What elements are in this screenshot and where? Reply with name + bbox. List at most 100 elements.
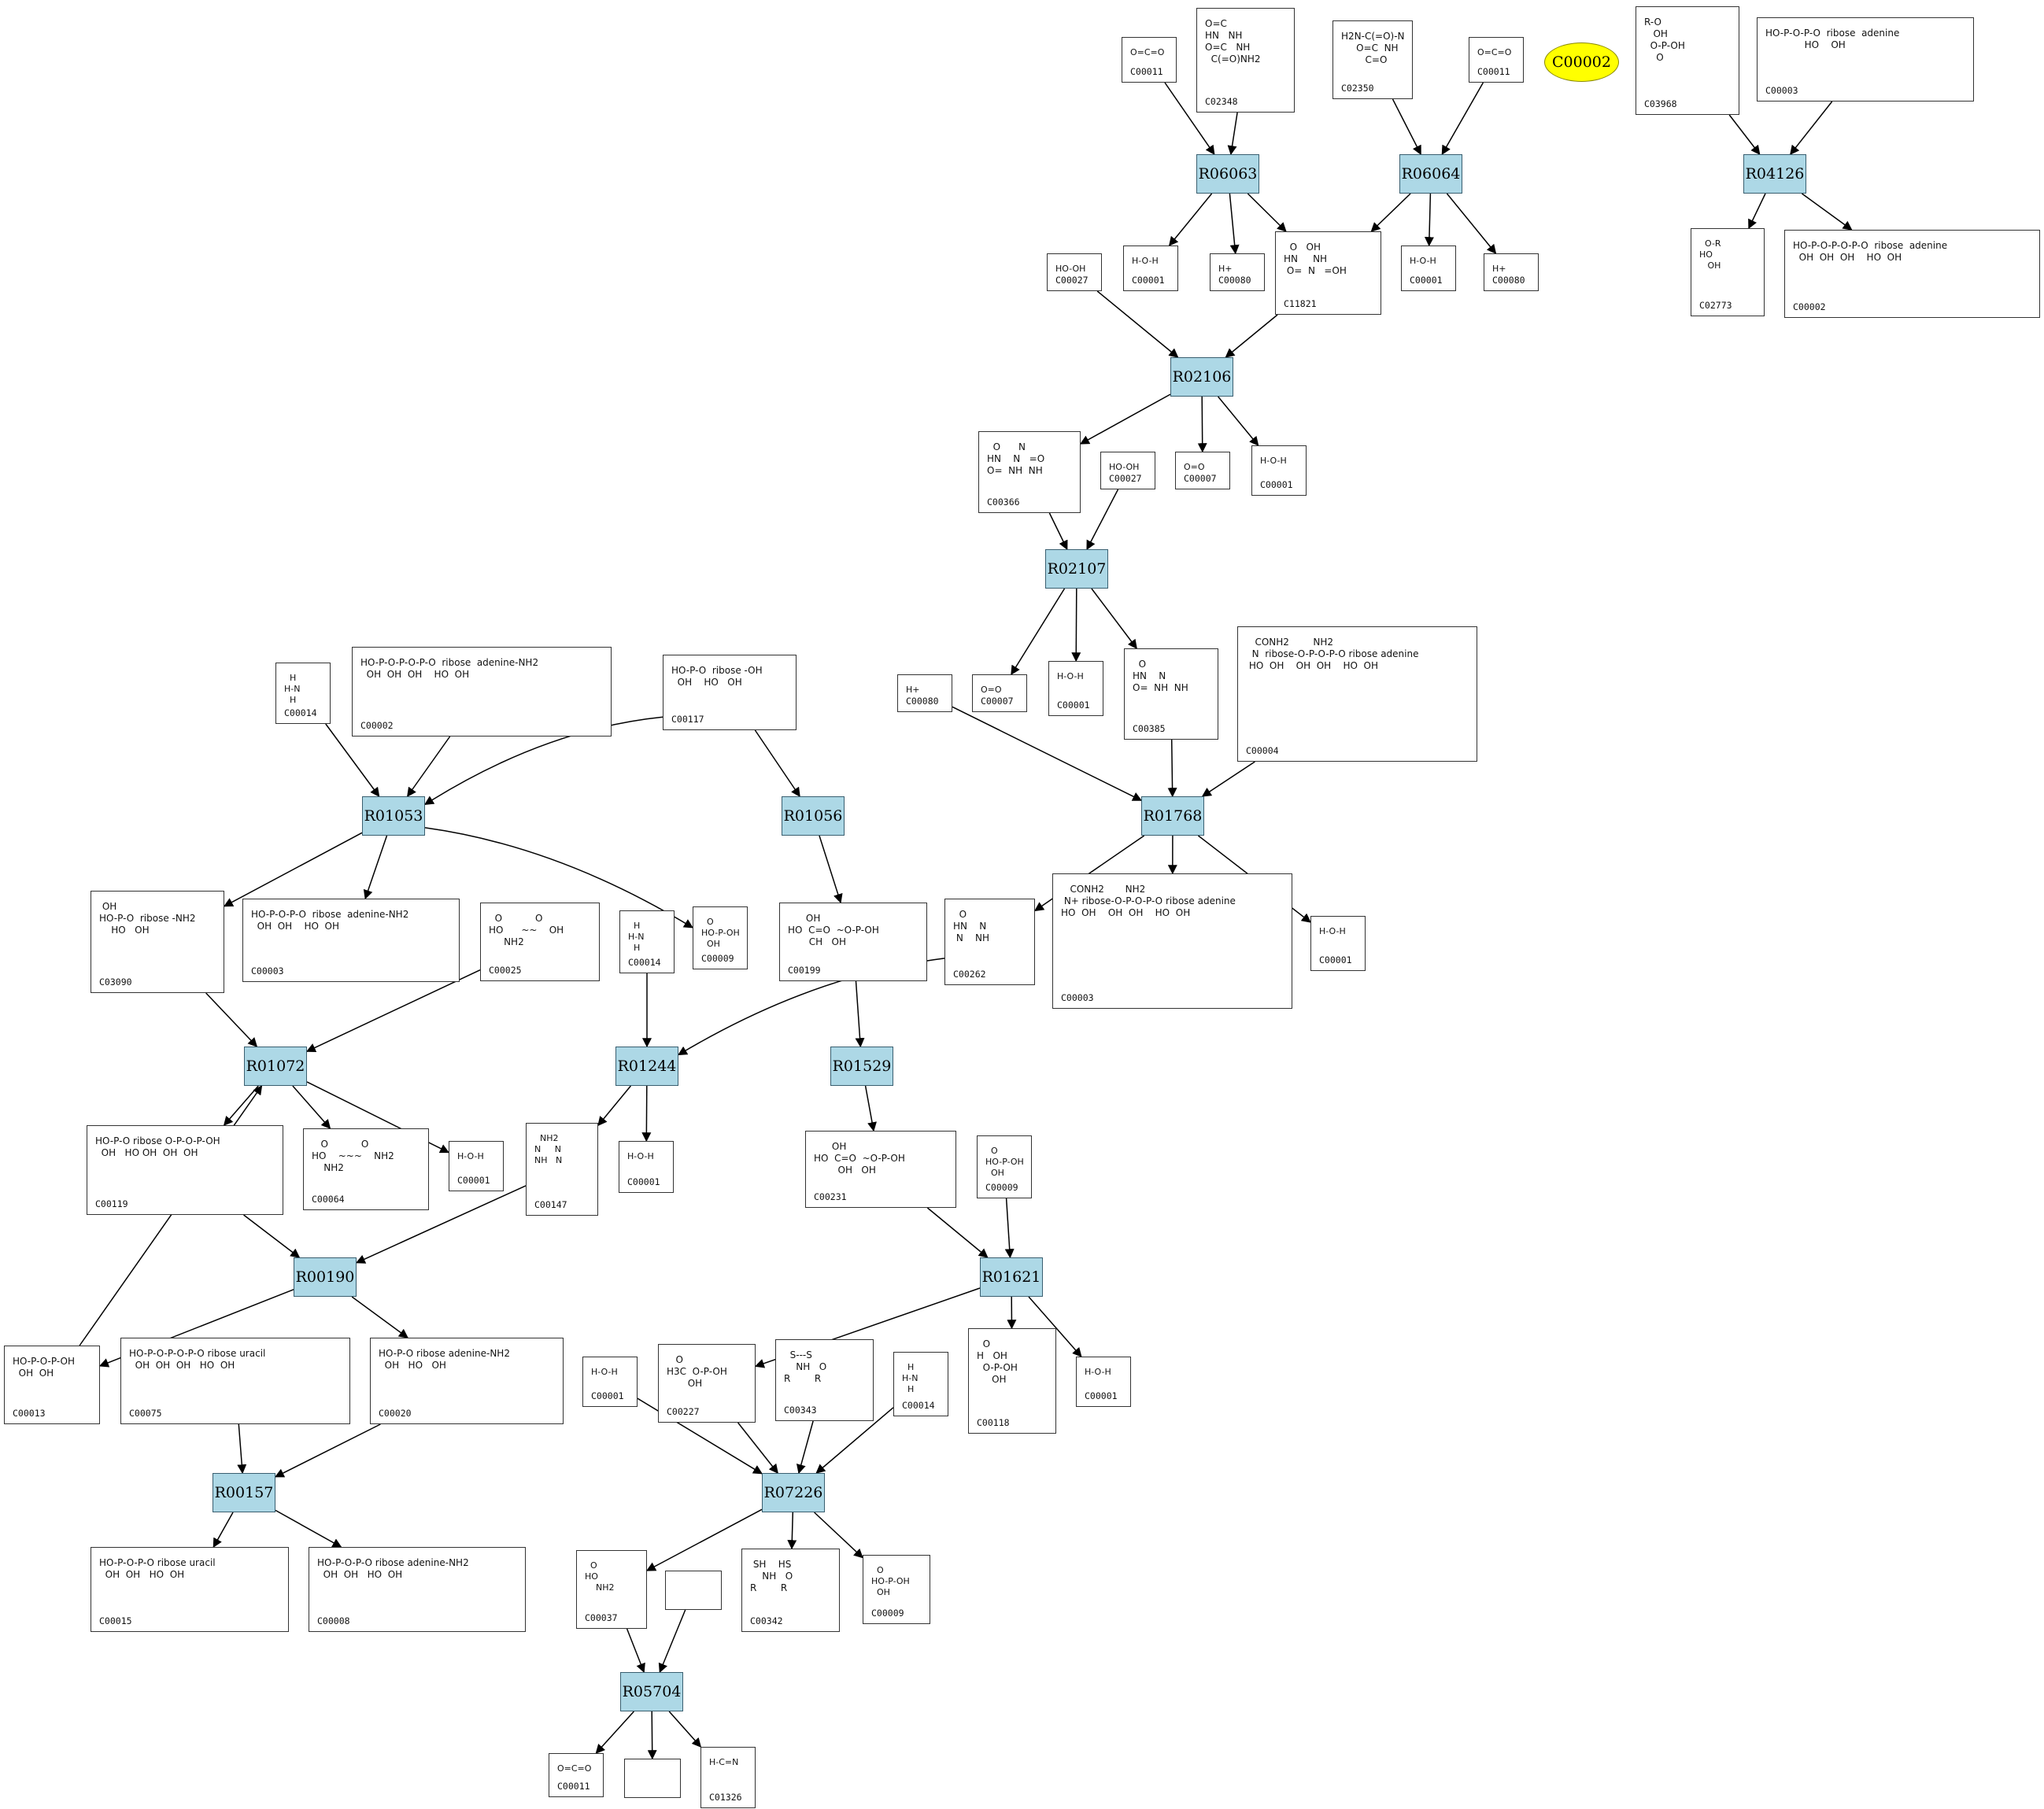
compound-structure: O=C=O: [557, 1763, 592, 1774]
reaction-node[interactable]: R01768: [1141, 796, 1204, 836]
reaction-edge: [814, 1512, 863, 1559]
compound-id-label: C00004: [1246, 745, 1279, 756]
compound-node[interactable]: HO-P-O-P-O ribose adenine-NH2 OH OH HO O…: [309, 1547, 526, 1632]
reaction-node[interactable]: R00190: [294, 1257, 357, 1297]
reaction-node[interactable]: R07226: [762, 1473, 825, 1512]
compound-id-label: C03090: [99, 976, 132, 988]
reaction-edge: [213, 1512, 234, 1549]
reaction-edge: [1164, 82, 1215, 155]
reaction-edge: [1167, 739, 1177, 798]
reaction-node[interactable]: R01056: [782, 796, 845, 836]
reaction-node[interactable]: R01244: [615, 1047, 678, 1086]
reaction-node[interactable]: R00157: [213, 1473, 275, 1512]
compound-structure: O O HO ~~~ NH2 NH2: [312, 1139, 394, 1173]
compound-structure: NH2 N N NH N: [534, 1133, 563, 1165]
compound-id-label: C00001: [1410, 275, 1443, 286]
reaction-node[interactable]: R06064: [1399, 154, 1462, 194]
compound-node[interactable]: H+C00080: [897, 674, 952, 712]
compound-id-label: C00015: [99, 1615, 132, 1626]
reaction-edge: [595, 1711, 634, 1754]
reaction-edge: [306, 1081, 450, 1154]
reaction-edge: [1227, 112, 1238, 156]
compound-node[interactable]: HO-P-O-P-O ribose adenine-NH2 OH OH HO O…: [242, 899, 460, 982]
compound-node[interactable]: [665, 1571, 722, 1610]
reaction-node[interactable]: R01621: [980, 1257, 1043, 1297]
reaction-node[interactable]: R05704: [620, 1672, 683, 1711]
reaction-node[interactable]: R01072: [244, 1047, 307, 1086]
compound-node[interactable]: H+C00080: [1484, 253, 1539, 291]
reaction-node[interactable]: R01053: [362, 796, 425, 836]
reaction-node[interactable]: R02107: [1045, 549, 1108, 589]
compound-node[interactable]: HO-P-O-P-O-P-O ribose adenine-NH2 OH OH …: [352, 647, 612, 737]
reaction-node[interactable]: R06063: [1196, 154, 1259, 194]
compound-node[interactable]: [624, 1759, 681, 1798]
compound-structure: O HO-P-OH OH: [701, 917, 739, 949]
compound-node[interactable]: HO-P-O-P-O-P-O ribose adenine OH OH OH H…: [1784, 230, 2040, 318]
compound-node[interactable]: CONH2 NH2 N ribose-O-P-O-P-O ribose aden…: [1237, 626, 1477, 762]
compound-node[interactable]: CONH2 NH2 N+ ribose-O-P-O-P-O ribose ade…: [1052, 873, 1292, 1009]
compound-structure: O O HO ~~ OH NH2: [489, 913, 564, 947]
compound-structure: H H-N H: [628, 921, 645, 953]
reaction-node[interactable]: R01529: [830, 1047, 893, 1086]
compound-id-label: C00027: [1109, 473, 1142, 484]
compound-structure: HO-P-O-P-O-P-O ribose adenine OH OH OH H…: [1793, 240, 1948, 263]
reaction-node[interactable]: R02106: [1170, 357, 1233, 397]
reaction-node[interactable]: R04126: [1743, 154, 1806, 194]
compound-node[interactable]: H+C00080: [1210, 253, 1265, 291]
highlighted-compound[interactable]: C00002: [1544, 42, 1619, 82]
compound-node[interactable]: HO-P-O-P-O-P-O ribose uracil OH OH OH HO…: [120, 1338, 350, 1424]
compound-structure: O-R HO OH: [1699, 238, 1721, 271]
compound-structure: O N HN N =O O= NH NH: [987, 441, 1045, 476]
reaction-edge: [1392, 98, 1421, 156]
